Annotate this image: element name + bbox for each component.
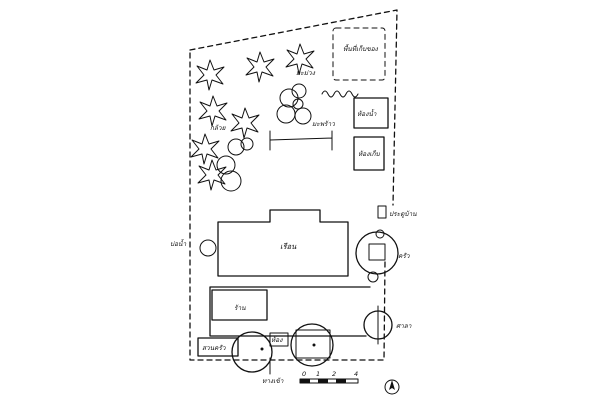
crop-label: สวนครัว	[202, 344, 226, 352]
scale-tick-0: 0	[302, 370, 306, 378]
kitchen-small-b	[367, 271, 379, 283]
north-arrow-icon	[384, 379, 400, 395]
gate-post	[377, 205, 387, 219]
scale-tick-4: 4	[354, 370, 358, 378]
tree-label-c: มะพร้าว	[312, 120, 335, 128]
shop	[211, 289, 268, 321]
kitchen-label: ครัว	[398, 252, 410, 260]
scale-tick-1: 1	[316, 370, 320, 378]
scale-bar: 0 1 2 4	[299, 370, 359, 384]
pond-right-box	[295, 329, 331, 359]
scale-tick-2: 2	[332, 370, 336, 378]
round-trees	[199, 83, 312, 257]
fence-line	[269, 130, 333, 151]
garden-gate-label: ศาลา	[396, 322, 412, 330]
kitchen-table	[368, 243, 386, 261]
storage-plot-label: พื้นที่เก็บของ	[343, 44, 379, 53]
shed-label: ห้องน้ำ	[357, 109, 377, 118]
bathroom-label: ห้องเก็บ	[358, 149, 381, 158]
pond-dot-b	[312, 343, 316, 347]
tree-label-a: มะม่วง	[296, 69, 316, 77]
hedge-coil	[321, 90, 359, 98]
gate-label: ประตูบ้าน	[389, 210, 417, 218]
small-room	[269, 332, 289, 347]
site-boundary	[189, 9, 398, 361]
house-label: เรือน	[280, 242, 297, 251]
small-room-label: ห้อง	[271, 336, 283, 344]
pond-right	[290, 323, 334, 367]
bathroom	[353, 136, 385, 171]
well-label: บ่อน้ำ	[170, 239, 186, 248]
kitchen-circle	[355, 231, 399, 275]
front-label: ทางเข้า	[262, 377, 284, 385]
main-house	[217, 209, 349, 277]
pond-left	[231, 331, 273, 373]
palm-plants	[190, 43, 315, 191]
crop-box	[197, 337, 239, 357]
pond-dot-a	[260, 347, 264, 351]
tree-label-b: กล้วย	[210, 124, 227, 132]
kitchen-small-a	[375, 229, 385, 239]
shed	[353, 97, 389, 129]
shop-label: ร้าน	[234, 304, 246, 312]
storage-plot	[332, 27, 386, 81]
lower-block-long	[209, 286, 371, 337]
